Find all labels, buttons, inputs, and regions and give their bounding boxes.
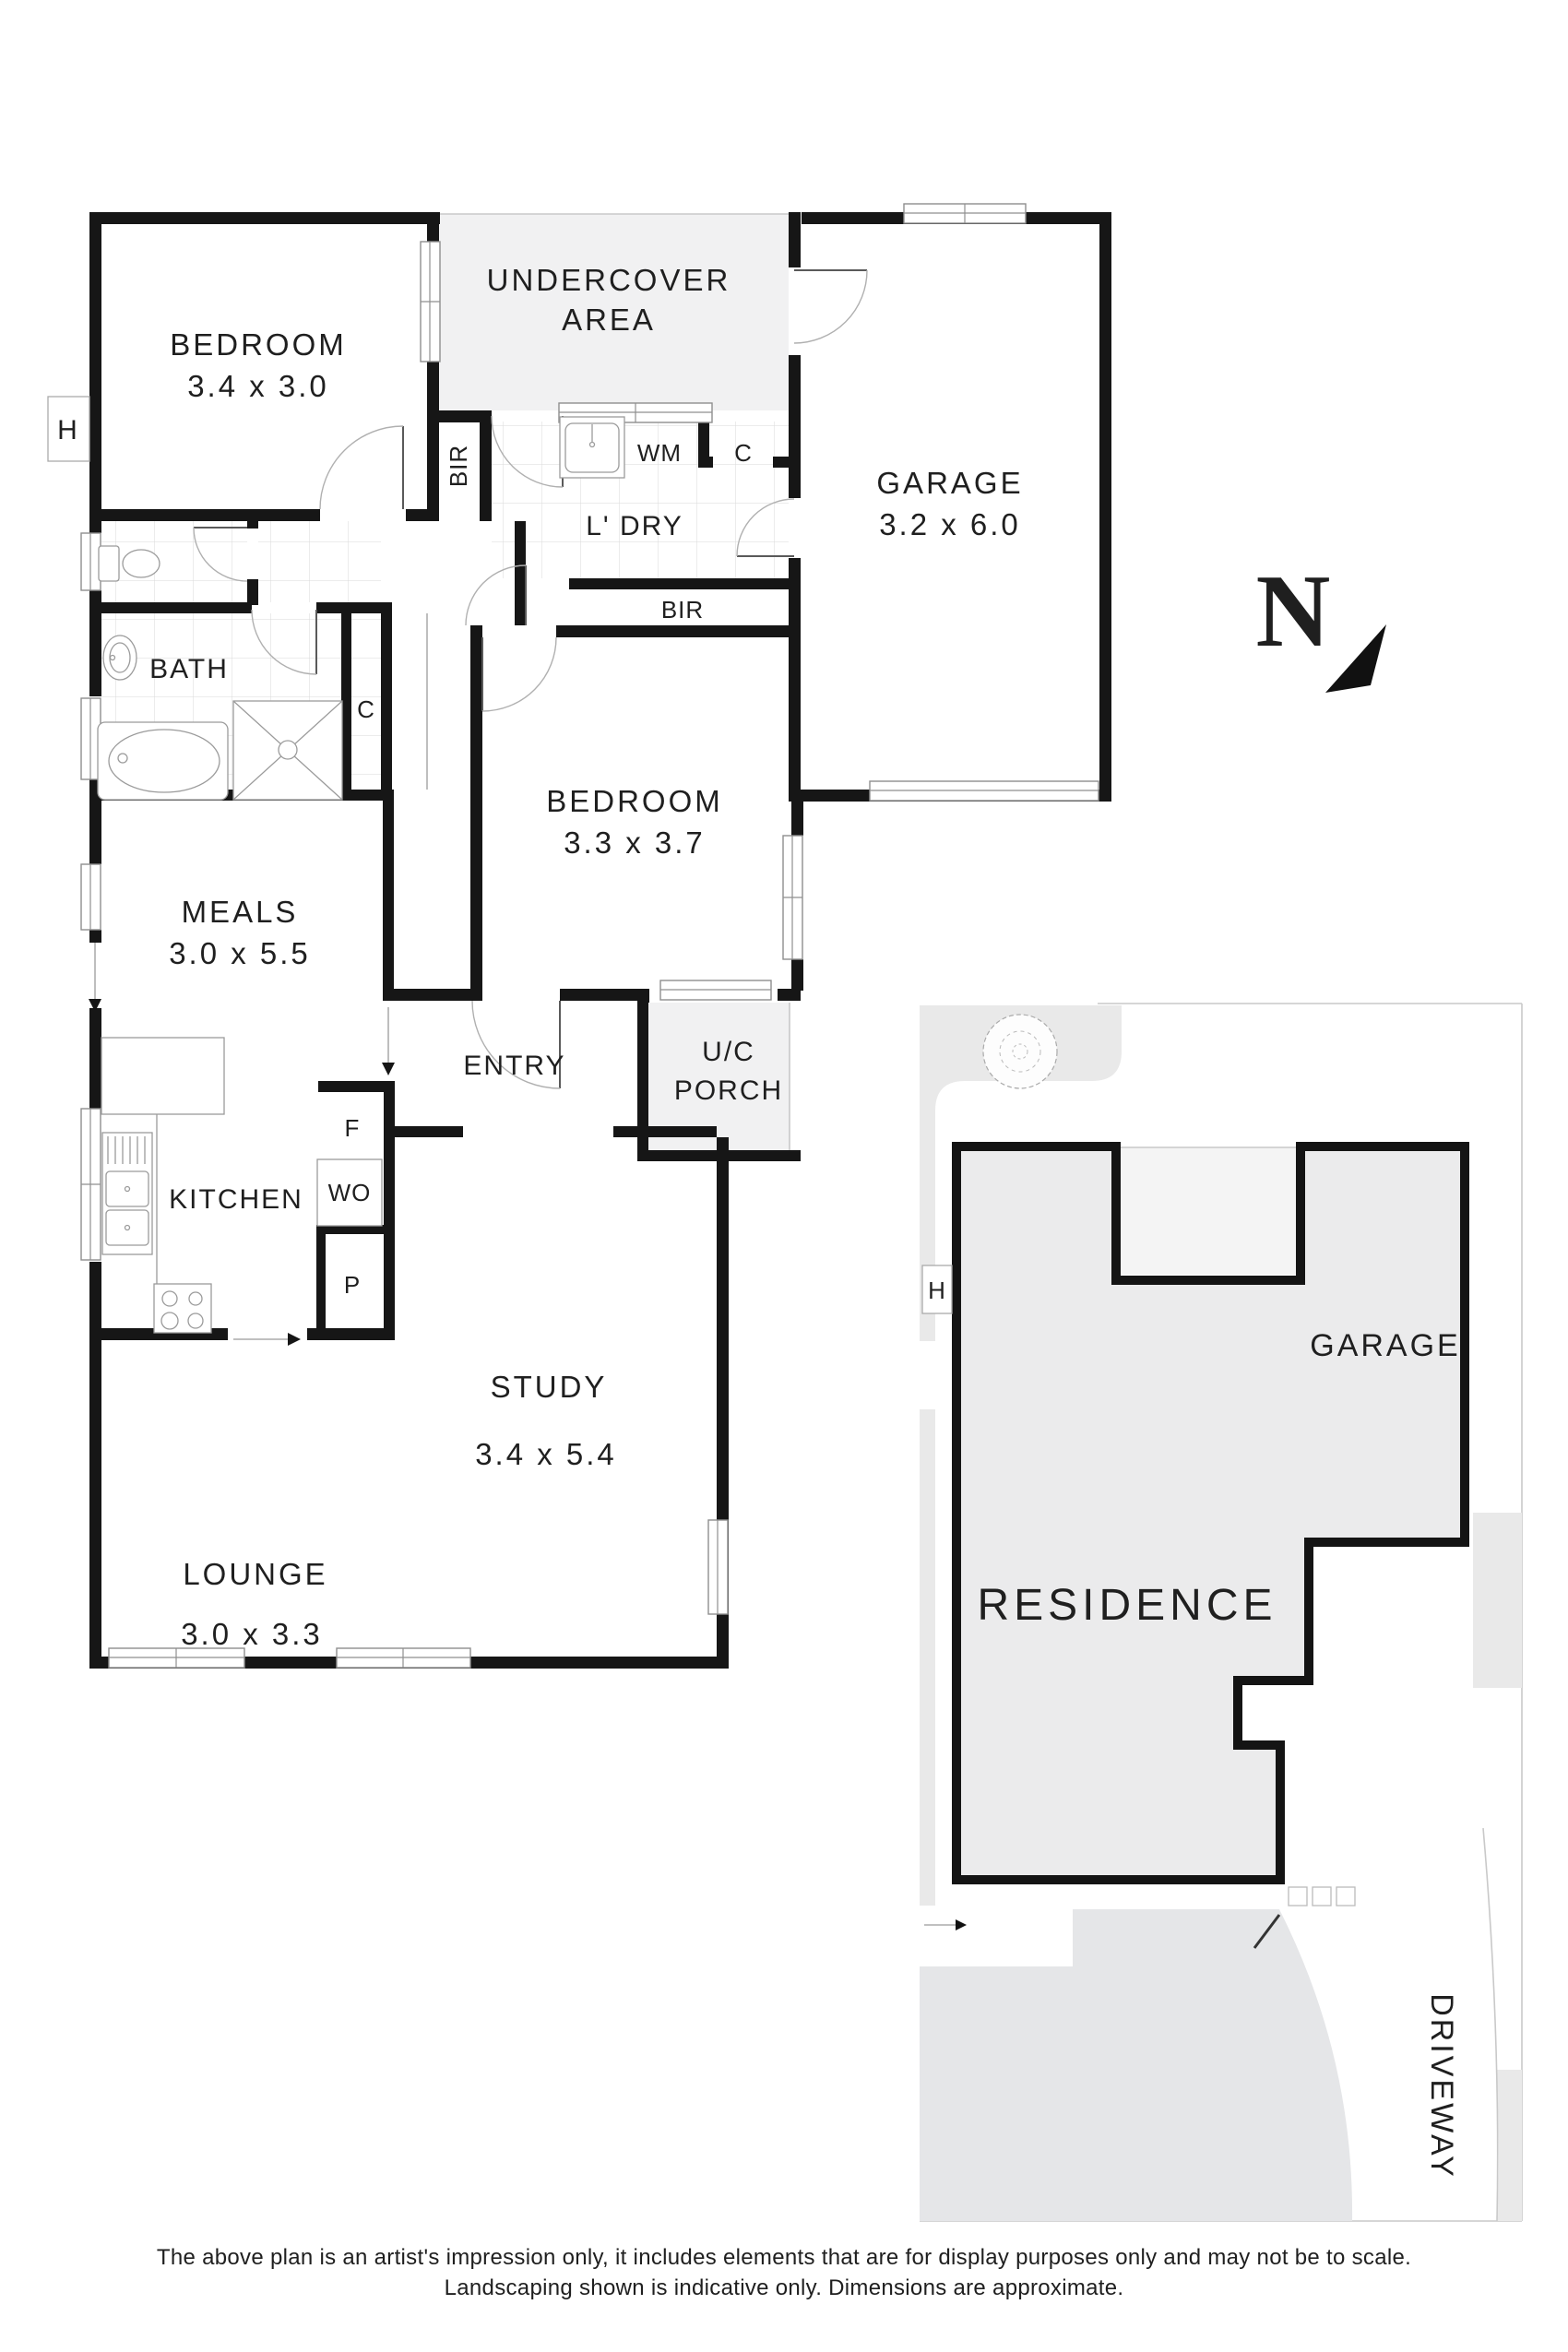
room-label-bedroom2: BEDROOM (546, 784, 723, 818)
hot-water-marker: H (47, 396, 90, 462)
uc-porch-fill (648, 1003, 790, 1150)
door-bedroom1 (319, 425, 404, 510)
room-label-study: STUDY (491, 1370, 608, 1404)
label-c-hall: C (357, 695, 375, 723)
residence-footprint (952, 1142, 1469, 1884)
door-laundry-garage (736, 498, 795, 557)
door-entry (471, 1000, 561, 1089)
windows (80, 203, 1099, 1669)
kitchen-bench (101, 1037, 225, 1284)
room-labels: BEDROOM 3.4 x 3.0 UNDERCOVER AREA GARAGE… (149, 263, 1023, 1651)
label-pantry: P (344, 1271, 361, 1299)
window (707, 1519, 729, 1615)
site-label-garage: GARAGE (1310, 1328, 1460, 1363)
footpath-strip-lower (920, 1409, 935, 1906)
basin-fixture (102, 635, 137, 681)
door-bath (251, 609, 317, 675)
driveway-curve-line (1482, 1827, 1499, 2222)
door-garage-top (793, 269, 868, 344)
bathtub-fixture (97, 721, 229, 801)
room-dims-meals: 3.0 x 5.5 (169, 936, 311, 970)
wall-oven-box (316, 1158, 383, 1227)
disclaimer: The above plan is an artist's impression… (157, 2245, 1411, 2300)
window (782, 835, 803, 960)
driveway-corner-patch (1496, 2070, 1522, 2221)
hall-tiles (258, 521, 381, 602)
window (80, 532, 101, 591)
room-label-kitchen: KITCHEN (169, 1184, 303, 1215)
backyard-area (920, 1909, 1353, 2221)
laundry-tiles (492, 422, 789, 578)
fixtures (97, 416, 625, 1334)
disclaimer-line-1: The above plan is an artist's impression… (157, 2245, 1411, 2270)
window (336, 1647, 471, 1669)
door-bedroom2 (481, 636, 557, 712)
room-dims-garage: 3.2 x 6.0 (879, 507, 1021, 541)
label-c-top: C (734, 439, 753, 467)
floor-areas (101, 213, 790, 1150)
floor-plan: H BEDROOM 3.4 x 3.0 UNDERCOVER AREA GARA… (47, 203, 1111, 1669)
disclaimer-line-2: Landscaping shown is indicative only. Di… (445, 2275, 1124, 2300)
room-label-bath: BATH (149, 654, 229, 684)
room-dims-lounge: 3.0 x 3.3 (181, 1617, 323, 1651)
room-label-undercover-2: AREA (562, 303, 656, 337)
window (420, 241, 441, 362)
room-label-undercover-1: UNDERCOVER (487, 263, 731, 297)
doors (193, 269, 868, 1089)
porch-steps (1288, 1886, 1356, 1907)
window (80, 1108, 101, 1261)
undercover-area-fill (434, 214, 789, 410)
site-label-driveway: DRIVEWAY (1424, 1993, 1459, 2180)
label-wall-oven: WO (328, 1179, 372, 1206)
door-wc (193, 527, 248, 582)
window (108, 1647, 245, 1669)
room-label-porch-2: PORCH (674, 1075, 783, 1106)
window (903, 203, 1027, 224)
room-label-laundry: L' DRY (586, 511, 683, 541)
room-label-meals: MEALS (182, 895, 299, 929)
site-porch-notch (1121, 1147, 1296, 1275)
label-bir-side: BIR (445, 445, 472, 487)
kitchen-sink (101, 1132, 153, 1255)
room-label-lounge: LOUNGE (183, 1557, 327, 1591)
site-hot-water-label: H (928, 1277, 946, 1304)
site-plan: H RESIDENCE GARAGE DRIVEWAY (920, 1003, 1523, 2222)
site-arrow (924, 1919, 967, 1930)
site-hot-water-marker: H (921, 1265, 953, 1314)
north-label: N (1256, 554, 1331, 669)
cooktop (153, 1283, 212, 1334)
window (869, 780, 1099, 802)
room-label-bedroom1: BEDROOM (170, 327, 347, 362)
room-label-entry: ENTRY (463, 1051, 565, 1081)
room-dims-study: 3.4 x 5.4 (475, 1437, 617, 1471)
hot-water-label: H (57, 415, 79, 445)
laundry-trough (559, 416, 625, 479)
window (80, 863, 101, 931)
flow-arrows (89, 943, 395, 1346)
window (659, 980, 772, 1001)
door-hall-laundry (465, 564, 527, 626)
site-label-residence: RESIDENCE (977, 1581, 1277, 1630)
room-label-garage: GARAGE (876, 466, 1023, 500)
room-dims-bedroom2: 3.3 x 3.7 (564, 826, 706, 860)
north-needle-icon (1325, 624, 1386, 693)
tree-icon (982, 1014, 1058, 1089)
label-fridge: F (345, 1114, 361, 1142)
room-dims-bedroom1: 3.4 x 3.0 (187, 369, 329, 403)
north-arrow: N (1256, 554, 1386, 693)
shower-fixture (232, 700, 343, 801)
driveway-side-strip (1473, 1513, 1522, 1688)
label-wm: WM (637, 439, 682, 467)
room-label-porch-1: U/C (702, 1037, 755, 1067)
gate-line (1253, 1914, 1281, 1949)
label-bir-bottom: BIR (661, 596, 704, 624)
toilet-fixture (98, 545, 160, 582)
